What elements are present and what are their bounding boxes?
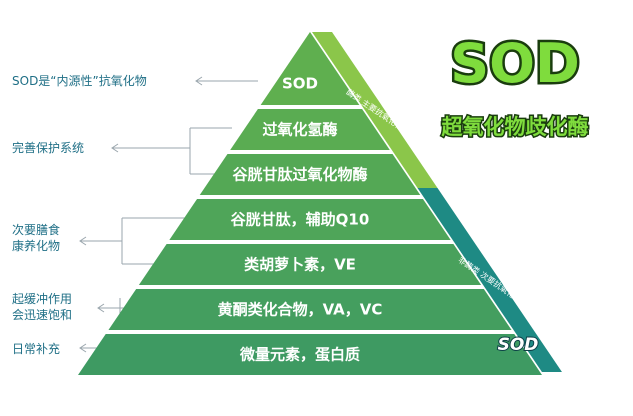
side-band-1 <box>312 32 438 188</box>
tier-3 <box>199 154 421 195</box>
tier-2 <box>230 109 390 150</box>
tier-label-5: 类胡萝卜素，VE <box>244 256 356 274</box>
pyramid-apex <box>289 32 331 62</box>
bracket-arrow <box>111 143 119 153</box>
side-label-endogenous: SOD是“内源性”抗氧化物 <box>12 74 147 88</box>
tier-7 <box>78 334 542 375</box>
side-label-dietary: 次要膳食 康养化物 <box>12 223 61 253</box>
tier-label-4: 谷胱甘肽，辅助Q10 <box>231 211 370 229</box>
tier-label-6: 黄酮类化合物，VA，VC <box>218 301 383 319</box>
bracket-arrow <box>195 76 203 86</box>
bracket-arrow <box>79 343 87 353</box>
tier-1 <box>260 62 360 105</box>
side-label-buffer: 起缓冲作用 会迅速饱和 <box>12 292 73 322</box>
tier-label-2: 过氧化氢酶 <box>262 121 337 139</box>
side-label-daily: 日常补充 <box>12 342 61 356</box>
tier-6 <box>108 289 512 330</box>
tier-4 <box>169 199 451 240</box>
tier-5 <box>138 244 482 285</box>
headline-subtitle: 超氧化物歧化酶 <box>442 115 589 139</box>
tier-label-3: 谷胱甘肽过氧化物酶 <box>232 166 367 184</box>
headline-title: SOD <box>450 32 580 95</box>
bracket-arrow <box>97 303 105 313</box>
tier-label-7: 微量元素，蛋白质 <box>239 346 360 364</box>
bracket-arrow <box>79 236 87 246</box>
side-label-protection: 完善保护系统 <box>12 141 85 155</box>
tier-label-1: SOD <box>282 75 318 93</box>
corner-logo: SOD <box>498 335 539 355</box>
side-band-2 <box>417 188 562 372</box>
